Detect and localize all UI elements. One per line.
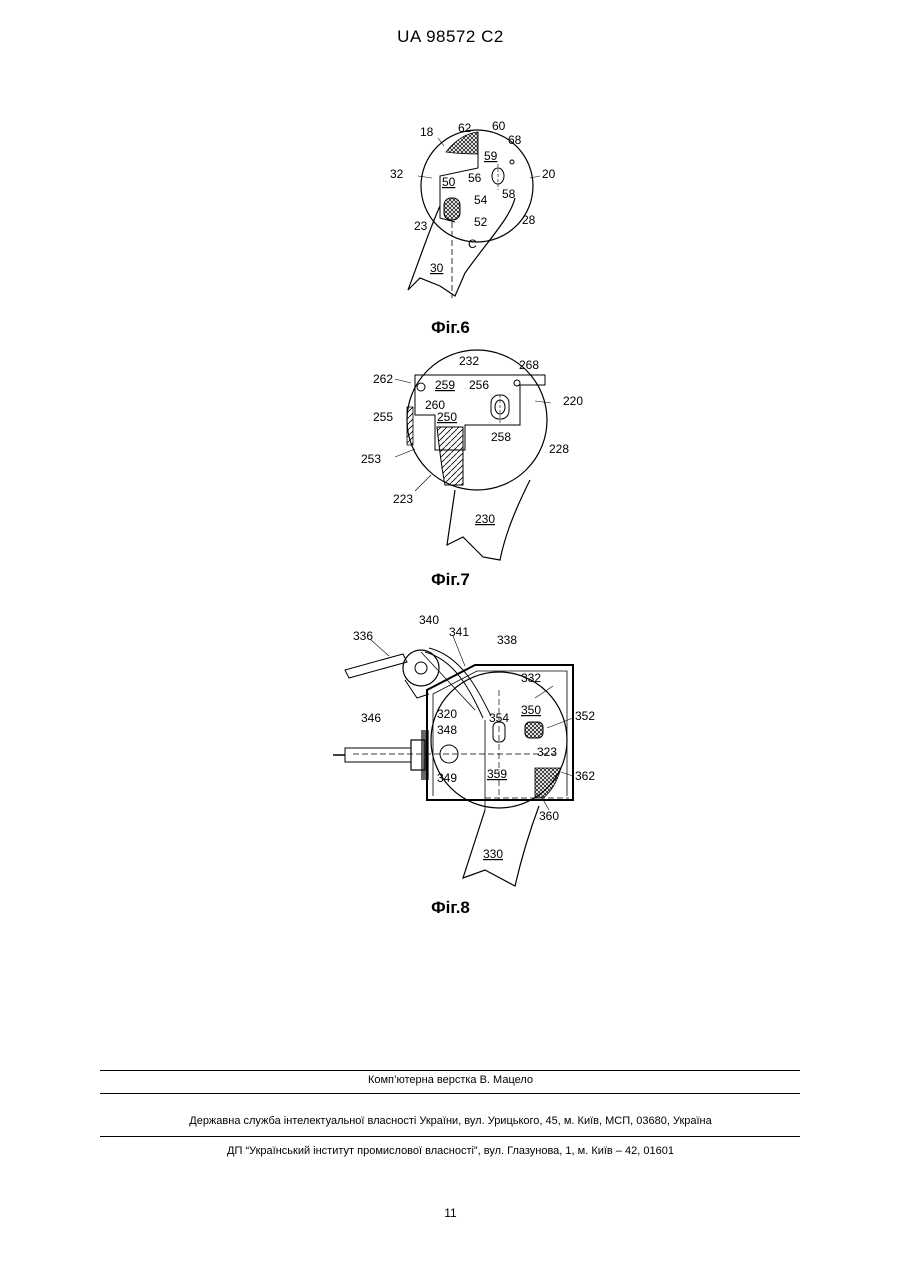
fig8-label: 354 xyxy=(489,711,509,725)
footer-rule xyxy=(100,1070,800,1071)
fig6-label: 20 xyxy=(542,167,556,181)
figure-6-caption: Фіг.6 xyxy=(0,318,901,338)
fig7-label: 230 xyxy=(475,512,495,526)
fig8-label: 336 xyxy=(353,629,373,643)
fig8-label: 348 xyxy=(437,723,457,737)
fig7-label: 253 xyxy=(361,452,381,466)
fig8-label: 330 xyxy=(483,847,503,861)
footer-service: Державна служба інтелектуальної власност… xyxy=(0,1115,901,1127)
figure-7-caption: Фіг.7 xyxy=(0,570,901,590)
patent-number-header: UA 98572 C2 xyxy=(0,27,901,47)
fig8-label: 341 xyxy=(449,625,469,639)
fig8-label: 323 xyxy=(537,745,557,759)
fig7-label: 258 xyxy=(491,430,511,444)
fig6-label: 54 xyxy=(474,193,488,207)
fig6-label: 23 xyxy=(414,219,428,233)
fig6-label: C xyxy=(468,237,477,251)
page-number: 11 xyxy=(0,1206,901,1220)
figure-8-caption: Фіг.8 xyxy=(0,898,901,918)
fig6-label: 28 xyxy=(522,213,536,227)
fig8-label: 349 xyxy=(437,771,457,785)
fig6-label: 56 xyxy=(468,171,482,185)
footer-rule xyxy=(100,1136,800,1137)
footer-institute: ДП “Український інститут промислової вла… xyxy=(0,1145,901,1157)
figure-8-drawing: 340 336 341 338 332 346 320 354 350 352 … xyxy=(325,610,625,890)
figure-6-drawing: 18 62 60 68 59 32 50 56 58 20 54 23 52 2… xyxy=(380,118,570,308)
fig8-label: 346 xyxy=(361,711,381,725)
fig7-label: 250 xyxy=(437,410,457,424)
fig8-label: 360 xyxy=(539,809,559,823)
fig6-label: 18 xyxy=(420,125,434,139)
fig6-label: 52 xyxy=(474,215,488,229)
fig7-label: 223 xyxy=(393,492,413,506)
fig6-label: 60 xyxy=(492,119,506,133)
fig6-label: 59 xyxy=(484,149,498,163)
fig7-label: 220 xyxy=(563,394,583,408)
fig6-label: 30 xyxy=(430,261,444,275)
fig7-label: 228 xyxy=(549,442,569,456)
fig8-label: 350 xyxy=(521,703,541,717)
fig6-label: 62 xyxy=(458,121,472,135)
fig7-label: 256 xyxy=(469,378,489,392)
fig6-label: 50 xyxy=(442,175,456,189)
fig8-label: 332 xyxy=(521,671,541,685)
footer-rule xyxy=(100,1093,800,1094)
fig8-label: 338 xyxy=(497,633,517,647)
fig6-label: 68 xyxy=(508,133,522,147)
fig7-label: 268 xyxy=(519,358,539,372)
fig7-label: 259 xyxy=(435,378,455,392)
fig8-label: 320 xyxy=(437,707,457,721)
fig8-label: 340 xyxy=(419,613,439,627)
fig6-label: 58 xyxy=(502,187,516,201)
fig8-label: 352 xyxy=(575,709,595,723)
fig7-label: 262 xyxy=(373,372,393,386)
fig8-label: 362 xyxy=(575,769,595,783)
fig7-label: 255 xyxy=(373,410,393,424)
footer-typesetting: Комп’ютерна верстка В. Мацело xyxy=(0,1074,901,1086)
fig7-label: 232 xyxy=(459,354,479,368)
fig6-label: 32 xyxy=(390,167,404,181)
fig8-label: 359 xyxy=(487,767,507,781)
figure-7-drawing: 232 268 262 259 256 260 220 255 250 258 … xyxy=(355,345,595,565)
